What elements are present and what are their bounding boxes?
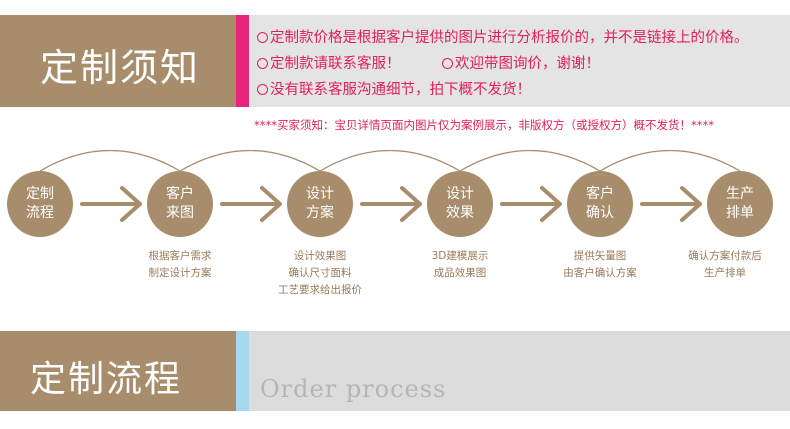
circle-bullet-icon [257, 84, 268, 95]
process-title: 定制流程 [30, 359, 183, 400]
flow-arc [39, 150, 181, 172]
notice-list: 定制款价格是根据客户提供的图片进行分析报价的，并不是链接上的价格。 定制款请联系… [249, 15, 790, 107]
arrow-right-icon [360, 186, 422, 222]
caption-line: 由客户确认方案 [563, 267, 637, 279]
notice-text: 定制款请联系客服！ [270, 56, 401, 72]
flow-step-label: 方案 [306, 205, 334, 221]
flow-step-label: 确认 [586, 205, 614, 221]
process-subtitle: Order process [260, 375, 447, 403]
notice-item-inline: 欢迎带图询价，谢谢！ [442, 51, 600, 77]
notice-item: 定制款价格是根据客户提供的图片进行分析报价的，并不是链接上的价格。 [257, 25, 790, 51]
notice-item: 定制款请联系客服！ 欢迎带图询价，谢谢！ [257, 51, 790, 77]
flow-step-label: 设计 [446, 186, 474, 202]
flow-step-label: 定制 [26, 186, 54, 202]
notice-block: 定制须知 定制款价格是根据客户提供的图片进行分析报价的，并不是链接上的价格。 定… [0, 15, 790, 107]
flow-step: 设计 效果 [427, 171, 493, 237]
flow-step: 设计 方案 [287, 171, 353, 237]
flow-step: 客户 来图 [147, 171, 213, 237]
notice-title-box: 定制须知 [0, 15, 236, 107]
arrow-right-icon [500, 186, 562, 222]
flow-step-label: 来图 [166, 205, 194, 221]
circle-bullet-icon [257, 58, 268, 69]
notice-item: 没有联系客服沟通细节，拍下概不发货！ [257, 77, 790, 103]
caption-line: 设计效果图 [293, 250, 347, 262]
process-title-box: 定制流程 [0, 331, 236, 411]
circle-bullet-icon [442, 58, 453, 69]
arrow-right-icon [220, 186, 282, 222]
flow-step: 客户 确认 [567, 171, 633, 237]
notice-title: 定制须知 [40, 46, 201, 90]
caption-line: 制定设计方案 [148, 267, 212, 279]
flow-arc [459, 150, 601, 172]
flow-step-caption: 根据客户需求 制定设计方案 [115, 248, 245, 282]
flow-step-label: 客户 [586, 186, 614, 202]
accent-bar-pink [236, 15, 249, 107]
arrow-right-icon [640, 186, 702, 222]
flow-step-label: 流程 [26, 205, 54, 221]
caption-line: 工艺要求给出报价 [278, 284, 362, 296]
caption-line: 成品效果图 [433, 267, 487, 279]
arrow-right-icon [80, 186, 142, 222]
flow-step-label: 排单 [726, 205, 754, 221]
caption-line: 根据客户需求 [148, 250, 212, 262]
flow-step-label: 客户 [166, 186, 194, 202]
buyer-disclaimer: ****买家须知：宝贝详情页面内图片仅为案例展示，非版权方（或授权方）概不发货！… [254, 118, 714, 132]
caption-line: 生产排单 [704, 267, 746, 279]
caption-line: 确认尺寸面料 [288, 267, 352, 279]
flow-step-caption: 提供矢量图 由客户确认方案 [535, 248, 665, 282]
notice-text: 定制款价格是根据客户提供的图片进行分析报价的，并不是链接上的价格。 [270, 30, 749, 46]
circle-bullet-icon [257, 32, 268, 43]
flow-step: 定制 流程 [7, 171, 73, 237]
notice-text: 欢迎带图询价，谢谢！ [455, 56, 600, 72]
flow-step-label: 效果 [446, 205, 474, 221]
process-header-block: 定制流程 Order process [0, 331, 790, 411]
notice-text: 没有联系客服沟通细节，拍下概不发货！ [270, 82, 531, 98]
accent-bar-blue [236, 331, 249, 411]
caption-line: 确认方案付款后 [688, 250, 762, 262]
caption-line: 提供矢量图 [573, 250, 627, 262]
flow-arc [319, 150, 461, 172]
flow-step-caption: 确认方案付款后 生产排单 [660, 248, 790, 282]
flow-step-label: 生产 [726, 186, 754, 202]
process-subtitle-box: Order process [249, 331, 790, 411]
flow-arc [599, 150, 741, 172]
flow-step: 生产 排单 [707, 171, 773, 237]
caption-line: 3D建模展示 [431, 250, 489, 262]
flow-step-caption: 3D建模展示 成品效果图 [395, 248, 525, 282]
flow-arc [179, 150, 321, 172]
flow-step-caption: 设计效果图 确认尺寸面料 工艺要求给出报价 [255, 248, 385, 299]
flow-step-label: 设计 [306, 186, 334, 202]
flow-connectors [39, 150, 741, 222]
